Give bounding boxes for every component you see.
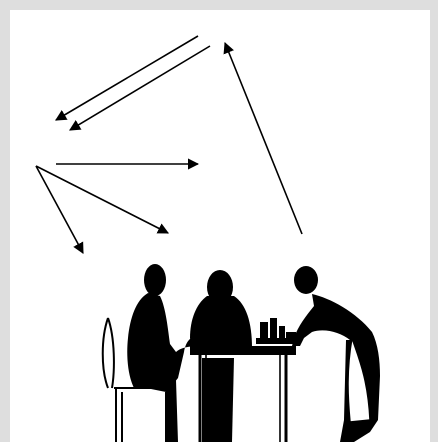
diagram-stage	[0, 0, 438, 442]
restaurant-communication-diagram	[0, 0, 438, 442]
